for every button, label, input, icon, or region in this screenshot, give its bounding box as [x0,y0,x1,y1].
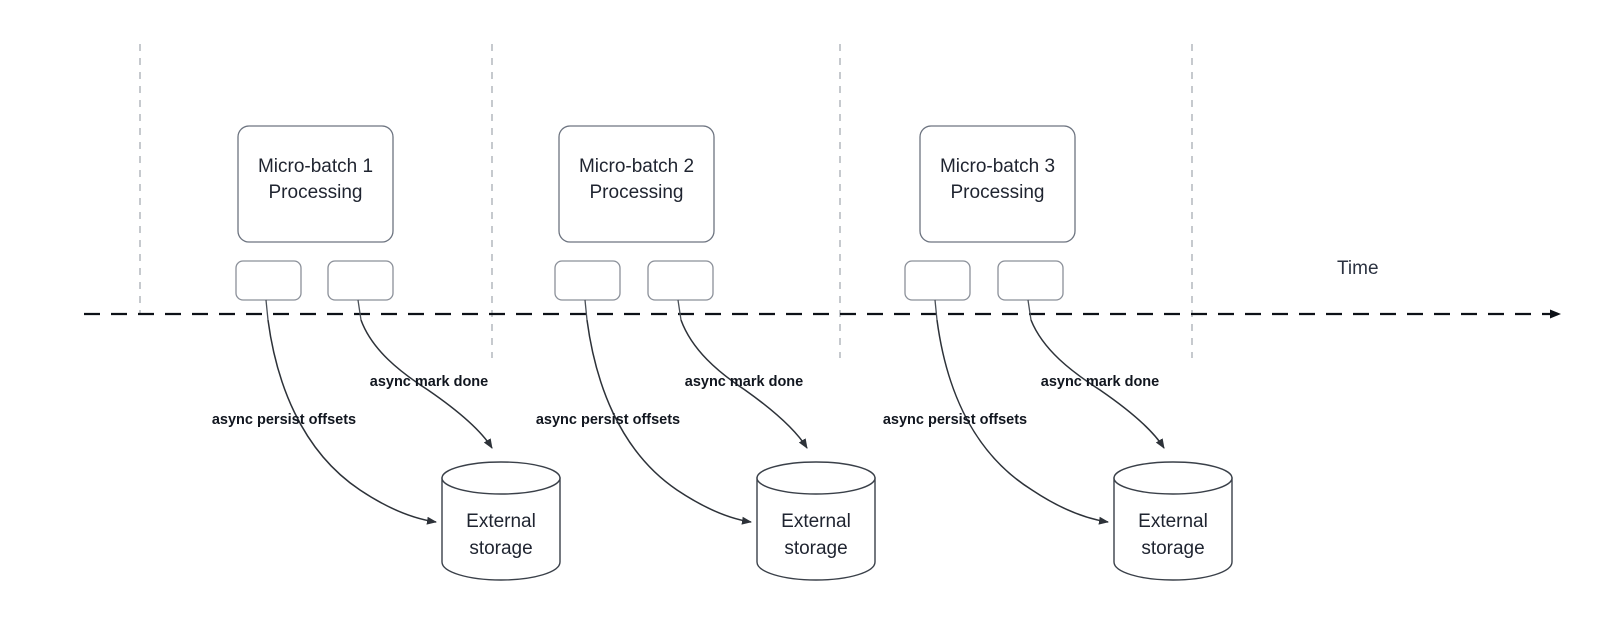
micro-batch-3-label-line2: Processing [951,182,1045,203]
micro-batch-3-storage-label-line2: storage [1141,538,1204,559]
micro-batch-1-storage-top [441,461,561,495]
micro-batch-2-persist-offsets-label: async persist offsets [536,412,680,428]
micro-batch-2-external-storage[interactable]: External storage [756,461,876,581]
micro-batch-1-task-box-left[interactable] [235,260,302,301]
micro-batch-1-storage-body [441,477,561,581]
separator-lines [139,44,1193,358]
micro-batch-2-storage-label-line1: External [781,511,851,532]
micro-batch-1-task-box-right[interactable] [327,260,394,301]
micro-batch-2-box[interactable] [558,125,715,243]
micro-batch-3-storage-top [1113,461,1233,495]
batch-group-1: Micro-batch 1 Processing async persist o… [212,125,561,581]
micro-batch-2-storage-label-line2: storage [784,538,847,559]
micro-batch-1-storage-label-line1: External [466,511,536,532]
micro-batch-1-persist-offsets-arrow [267,319,437,525]
micro-batch-3-storage-body [1113,477,1233,581]
micro-batch-3-external-storage[interactable]: External storage [1113,461,1233,581]
micro-batch-2-stem-left [584,299,588,321]
micro-batch-2-persist-offsets-arrow [586,319,752,525]
micro-batch-3-storage-label-line1: External [1138,511,1208,532]
micro-batch-3-task-box-right[interactable] [997,260,1064,301]
micro-batch-3-box[interactable] [919,125,1076,243]
batch-group-2: Micro-batch 2 Processing async persist o… [536,125,876,581]
micro-batch-2-task-box-left[interactable] [554,260,621,301]
micro-batch-2-stem-right [677,299,682,321]
micro-batch-2-label-line1: Micro-batch 2 [579,156,694,177]
micro-batch-1-storage-label-line2: storage [469,538,532,559]
micro-batch-3-task-box-left[interactable] [904,260,971,301]
micro-batch-2-mark-done-arrow [680,319,808,449]
micro-batch-2-storage-top [756,461,876,495]
micro-batch-2-storage-body [756,477,876,581]
micro-batch-1-stem-right [357,299,362,321]
micro-batch-3-mark-done-label: async mark done [1041,374,1159,390]
micro-batch-1-persist-offsets-label: async persist offsets [212,412,356,428]
micro-batch-2-mark-done-label: async mark done [685,374,803,390]
micro-batch-1-stem-left [265,299,269,321]
micro-batch-3-mark-done-arrow [1030,319,1165,449]
micro-batch-2-task-box-right[interactable] [647,260,714,301]
timeline-axis: Time [84,258,1561,319]
micro-batch-1-label-line2: Processing [269,182,363,203]
micro-batch-1-mark-done-arrow [360,319,493,449]
micro-batch-2-label-line2: Processing [590,182,684,203]
micro-batch-3-persist-offsets-label: async persist offsets [883,412,1027,428]
micro-batch-3-stem-left [934,299,938,321]
batch-group-3: Micro-batch 3 Processing async persist o… [883,125,1233,581]
micro-batch-1-label-line1: Micro-batch 1 [258,156,373,177]
micro-batch-3-stem-right [1027,299,1032,321]
micro-batch-1-external-storage[interactable]: External storage [441,461,561,581]
micro-batch-1-mark-done-label: async mark done [370,374,488,390]
timeline-axis-label: Time [1337,258,1379,279]
micro-batch-3-persist-offsets-arrow [936,319,1109,525]
micro-batch-3-label-line1: Micro-batch 3 [940,156,1055,177]
micro-batch-1-box[interactable] [237,125,394,243]
